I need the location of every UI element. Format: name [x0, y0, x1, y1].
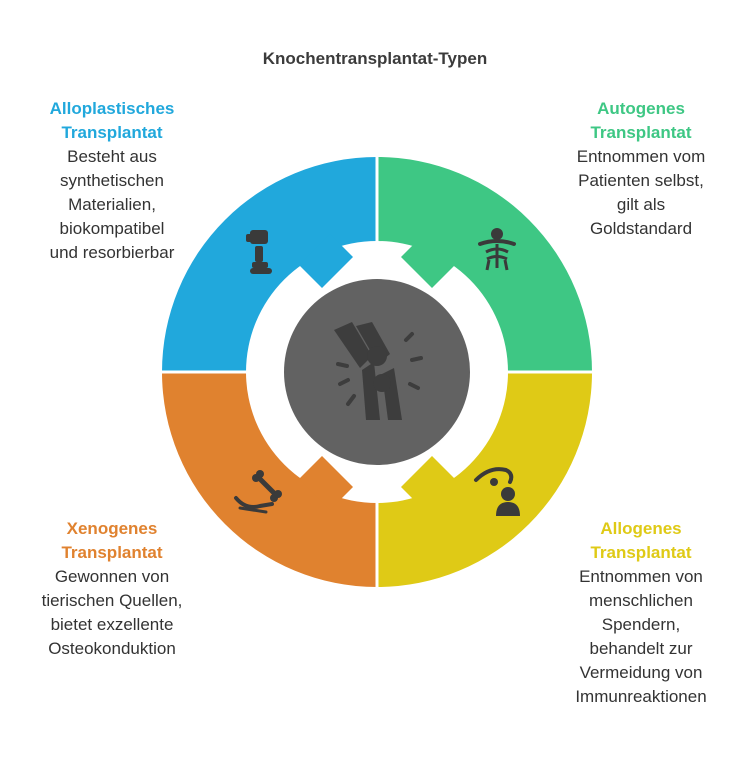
hand-bone-icon: [234, 470, 282, 514]
segment-title-autogenous: Autogenes Transplantat: [590, 99, 692, 142]
connector-alloplastic: [299, 234, 353, 288]
segment-title-xenogenic: Xenogenes Transplantat: [61, 519, 163, 562]
segment-desc-alloplastic: Besteht aus synthetischen Materialien, b…: [49, 147, 175, 262]
segment-label-xenogenic: Xenogenes Transplantat Gewonnen von tier…: [2, 517, 222, 661]
segment-allogenic[interactable]: [377, 372, 592, 587]
diagram-title: Knochentransplantat-Typen: [262, 49, 488, 68]
segment-desc-autogenous: Entnommen vom Patienten selbst, gilt als…: [576, 147, 706, 238]
knee-joint-icon: [334, 322, 423, 420]
segment-label-alloplastic: Alloplastisches Transplantat Besteht aus…: [2, 97, 222, 265]
connector-xenogenic: [299, 456, 353, 510]
segment-desc-xenogenic: Gewonnen von tierischen Quellen, bietet …: [41, 567, 183, 658]
segment-xenogenic[interactable]: [162, 372, 377, 587]
donor-hand-person-icon: [474, 467, 520, 516]
segment-label-allogenic: Allogenes Transplantat Entnommen von men…: [531, 517, 750, 709]
segment-title-allogenic: Allogenes Transplantat: [590, 519, 692, 562]
segment-desc-allogenic: Entnommen von menschlichen Spendern, beh…: [575, 567, 707, 706]
patient-ribcage-icon: [478, 228, 516, 271]
connector-allogenic: [401, 456, 455, 510]
prosthetic-leg-icon: [246, 230, 272, 274]
center-hub: [284, 279, 470, 465]
segment-label-autogenous: Autogenes Transplantat Entnommen vom Pat…: [531, 97, 750, 241]
segment-title-alloplastic: Alloplastisches Transplantat: [49, 99, 175, 142]
segment-autogenous[interactable]: [377, 157, 592, 372]
segment-alloplastic[interactable]: [162, 157, 377, 372]
connector-autogenous: [401, 234, 455, 288]
